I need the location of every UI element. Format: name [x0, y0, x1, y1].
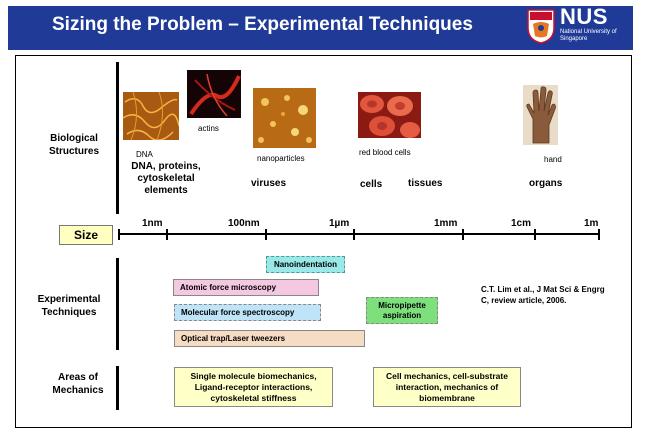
scale-tick-1um [353, 229, 355, 240]
nanoparticles-caption: nanoparticles [257, 154, 305, 163]
slide-frame [15, 55, 632, 428]
scale-label-1cm: 1cm [511, 218, 532, 229]
scale-tick-1nm [166, 229, 168, 240]
divider-biological [116, 62, 119, 214]
dna-caption: DNA [136, 150, 153, 159]
slide-title: Sizing the Problem – Experimental Techni… [52, 14, 473, 35]
category-dna-proteins: DNA, proteins, cytoskeletal elements [131, 161, 201, 196]
scale-tick-1mm [462, 229, 464, 240]
size-label-box: Size [59, 225, 113, 245]
label-experimental-techniques: Experimental Techniques [37, 294, 101, 318]
technique-micropipette: Micropipette aspiration [366, 297, 438, 324]
technique-afm: Atomic force microscopy [173, 279, 319, 296]
divider-mechanics [116, 366, 119, 410]
dna-image [123, 92, 179, 140]
label-biological-structures: Biological Structures [48, 133, 99, 157]
red-blood-cells-image [358, 92, 421, 138]
mechanics-box-molecular: Single molecule biomechanics, Ligand-rec… [174, 367, 333, 407]
actins-caption: actins [198, 124, 219, 133]
scale-label-1um: 1µm [329, 218, 350, 229]
scale-tick-1m [598, 229, 600, 240]
category-tissues: tissues [408, 178, 443, 189]
scale-label-1mm: 1mm [434, 218, 458, 229]
scale-tick-100nm [265, 229, 267, 240]
hand-image [523, 85, 558, 145]
category-viruses: viruses [251, 178, 287, 189]
scale-label-1m: 1m [584, 218, 599, 229]
nanoparticles-image [253, 88, 316, 148]
divider-experimental [116, 258, 119, 350]
technique-optical-trap: Optical trap/Laser tweezers [174, 330, 365, 347]
scale-label-100nm: 100nm [228, 218, 260, 229]
category-cells: cells [360, 179, 383, 190]
technique-molecular-force-spectroscopy: Molecular force spectroscopy [174, 304, 321, 321]
actins-image [187, 70, 241, 118]
scale-tick-start [118, 229, 120, 240]
reference-citation: C.T. Lim et al., J Mat Sci & Engrg C, re… [481, 285, 605, 305]
nus-crest-icon [527, 9, 555, 44]
nus-logo-text: NUS [560, 4, 608, 29]
technique-nanoindentation: Nanoindentation [266, 256, 345, 273]
hand-caption: hand [544, 155, 562, 164]
category-organs: organs [529, 178, 563, 189]
size-scale-line [118, 233, 600, 235]
red-blood-cells-caption: red blood cells [359, 148, 411, 157]
scale-label-1nm: 1nm [142, 218, 163, 229]
nus-logo-subtext: National University of Singapore [560, 29, 617, 42]
label-areas-of-mechanics: Areas of Mechanics [52, 372, 104, 396]
scale-tick-1cm [534, 229, 536, 240]
mechanics-box-cellular: Cell mechanics, cell-substrate interacti… [373, 367, 521, 407]
